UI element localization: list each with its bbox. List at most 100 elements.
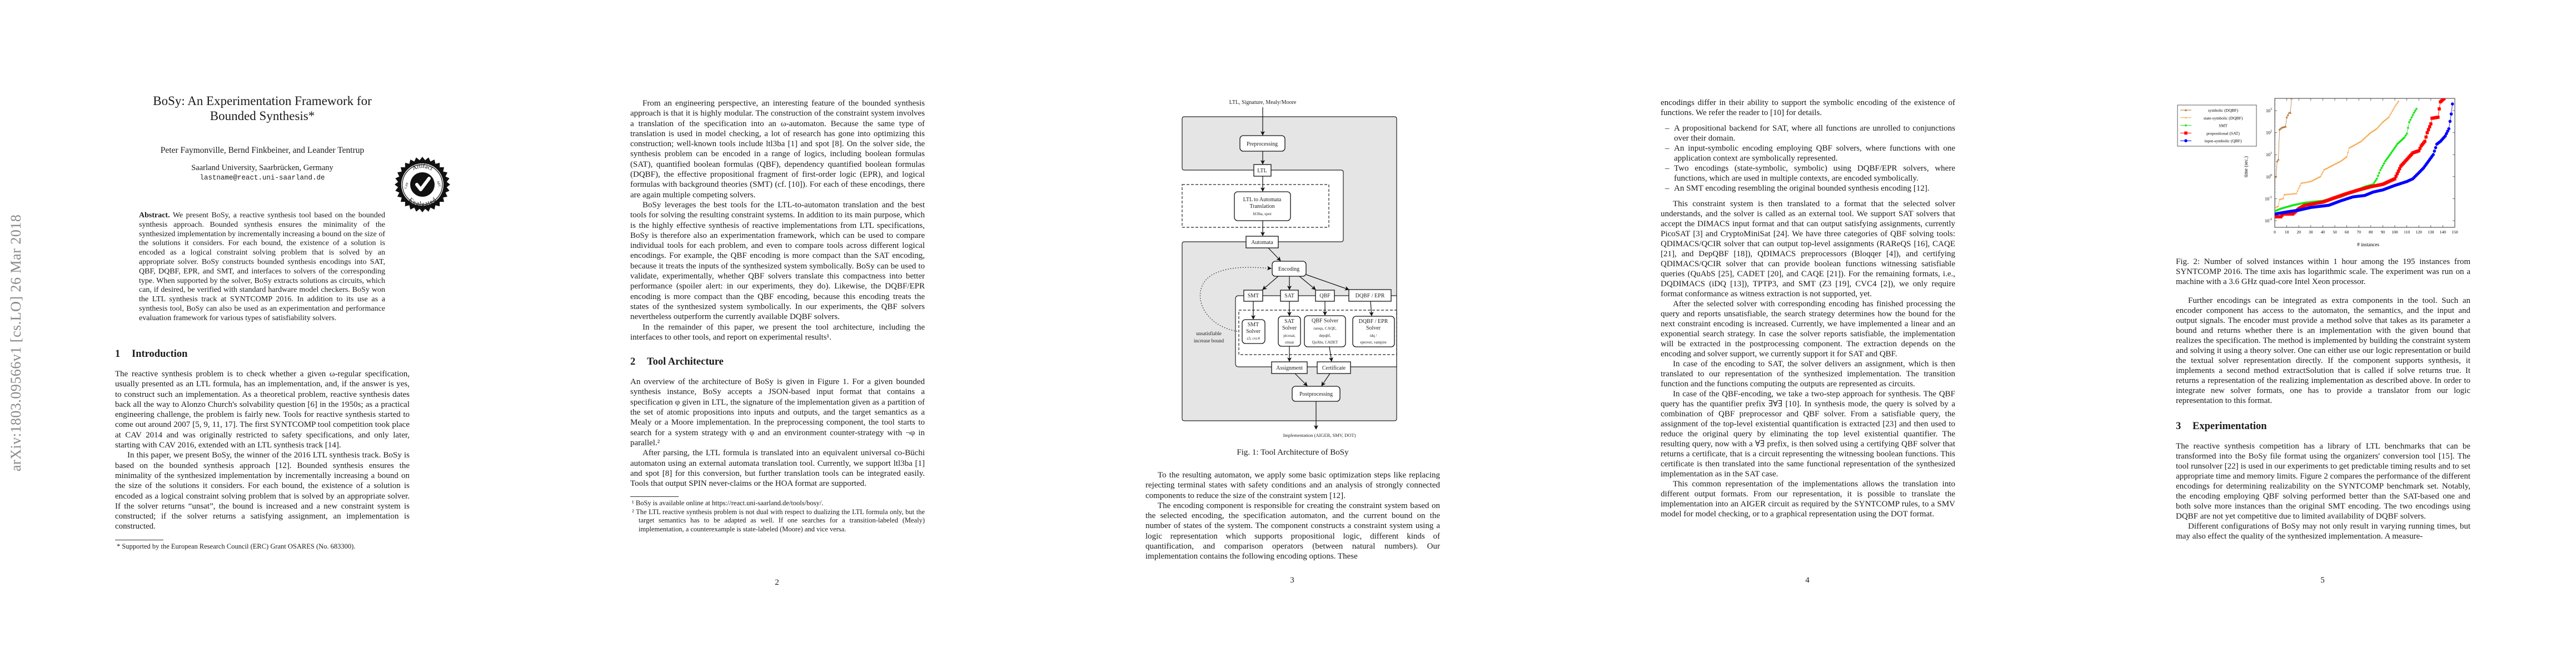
node-tools: eprover, vampire	[1360, 340, 1387, 345]
data-point	[2335, 162, 2337, 165]
preprocessing-node	[1239, 135, 1285, 152]
data-point	[2276, 206, 2279, 208]
data-point	[2286, 113, 2289, 116]
data-point	[2400, 138, 2404, 141]
data-point	[2275, 208, 2279, 212]
data-point	[2321, 171, 2324, 173]
paragraph: In case of the encoding to SAT, the solv…	[1661, 360, 1955, 389]
data-point	[2336, 162, 2339, 165]
data-point	[2340, 160, 2342, 162]
data-point	[2333, 163, 2335, 166]
x-tick-label: 70	[2356, 230, 2361, 235]
data-point	[2418, 147, 2422, 150]
page-5-body: Fig. 2: Number of solved instances withi…	[2176, 257, 2470, 541]
plot-area	[2274, 98, 2455, 228]
data-point	[2298, 187, 2300, 190]
series-propositional-sat-	[2275, 98, 2446, 218]
data-point	[2395, 104, 2397, 106]
data-point	[2396, 170, 2400, 173]
affiliation: Saarland University, Saarbrücken, German…	[191, 163, 333, 172]
data-point	[2343, 157, 2346, 160]
checkmark-icon	[415, 177, 431, 191]
paragraph: Different configurations of BoSy may not…	[2176, 522, 2470, 541]
x-tick-label: 40	[2321, 230, 2325, 235]
data-point	[2184, 108, 2188, 111]
data-point	[2375, 177, 2378, 181]
encoding-list: A propositional backend for SAT, where a…	[1661, 123, 1955, 193]
y-tick-label: 10-1	[2265, 196, 2272, 201]
output-label: Implementation (AIGER, SMV, DOT)	[1283, 432, 1356, 438]
x-axis-label: # instances	[2357, 242, 2379, 247]
node-tools: z3, cvc4	[1247, 336, 1260, 341]
paper-title: BoSy: An Experimentation Framework for B…	[115, 93, 410, 123]
x-tick-label: 120	[2416, 230, 2423, 235]
node-label: QBF Solver	[1312, 318, 1339, 324]
data-point	[2409, 118, 2412, 121]
external-translation-region	[1182, 184, 1329, 228]
paragraph: From an engineering perspective, an inte…	[630, 99, 925, 200]
data-point	[2276, 160, 2279, 162]
data-point	[2344, 156, 2347, 159]
abstract: Abstract. We present BoSy, a reactive sy…	[139, 211, 385, 323]
paragraph: The reactive synthesis competition has a…	[2176, 442, 2470, 521]
input-label: LTL, Signature, Mealy/Moore	[1229, 99, 1297, 106]
data-point	[2384, 160, 2387, 163]
data-point	[2326, 167, 2329, 170]
legend-label: symbolic (DQBF)	[2208, 108, 2239, 113]
series-input-symbolic-qbf-	[2275, 102, 2454, 216]
data-point	[2281, 198, 2283, 200]
data-point	[2314, 178, 2317, 180]
node-label: SMT	[1248, 322, 1259, 328]
data-point	[2319, 176, 2321, 178]
data-point	[2310, 180, 2312, 183]
data-point	[2405, 132, 2408, 135]
data-point	[2184, 139, 2188, 142]
paragraph: The reactive synthesis problem is to che…	[115, 370, 410, 450]
footnote: * Supported by the European Research Cou…	[117, 542, 356, 550]
abstract-text: We present BoSy, a reactive synthesis to…	[139, 211, 385, 322]
data-point	[2393, 177, 2396, 181]
data-point	[2406, 126, 2410, 130]
data-point	[2371, 131, 2373, 133]
sat-solver-node	[1278, 316, 1301, 347]
ltl-node	[1253, 164, 1272, 177]
data-point	[2428, 125, 2431, 128]
data-point	[2368, 132, 2371, 135]
data-point	[2413, 111, 2415, 115]
node-label: LTL to Automata	[1243, 197, 1282, 203]
data-point	[2363, 138, 2365, 141]
data-point	[2374, 179, 2377, 182]
data-point	[2404, 134, 2407, 137]
data-point	[2315, 177, 2318, 180]
node-tools: idq /	[1370, 334, 1377, 338]
paragraph: An overview of the architecture of BoSy …	[630, 377, 925, 447]
x-tick-label: 60	[2345, 230, 2349, 235]
y-axis-label: time (sec.)	[2243, 156, 2249, 177]
data-point	[2389, 114, 2391, 116]
data-point	[2320, 173, 2323, 176]
data-point	[2390, 151, 2393, 155]
page-4: encodings differ in their ability to sup…	[1546, 0, 2061, 667]
data-point	[2424, 135, 2428, 139]
title-line: BoSy: An Experimentation Framework for	[153, 94, 372, 108]
data-point	[2275, 175, 2278, 178]
series-state-symbolic-dqbf-	[2275, 100, 2400, 208]
page-1: BoSy: An Experimentation Framework for B…	[0, 0, 515, 667]
data-point	[2410, 116, 2413, 119]
data-point	[2277, 205, 2280, 207]
paragraph: In the remainder of this paper, we prese…	[630, 322, 925, 342]
data-point	[2417, 149, 2420, 153]
legend-label: SMT	[2219, 123, 2228, 128]
page-4-body: encodings differ in their ability to sup…	[1661, 98, 1955, 519]
external-solver-region	[1238, 310, 1397, 355]
smt-solver-node	[1242, 319, 1265, 344]
data-point	[2280, 207, 2284, 210]
data-point	[2394, 175, 2398, 178]
data-point	[2391, 109, 2394, 112]
email: lastname@react.uni-saarland.de	[200, 174, 325, 182]
x-tick-label: 80	[2369, 230, 2373, 235]
node-label: Solver	[1366, 325, 1381, 331]
series-line	[2275, 98, 2292, 177]
data-point	[2436, 116, 2440, 119]
